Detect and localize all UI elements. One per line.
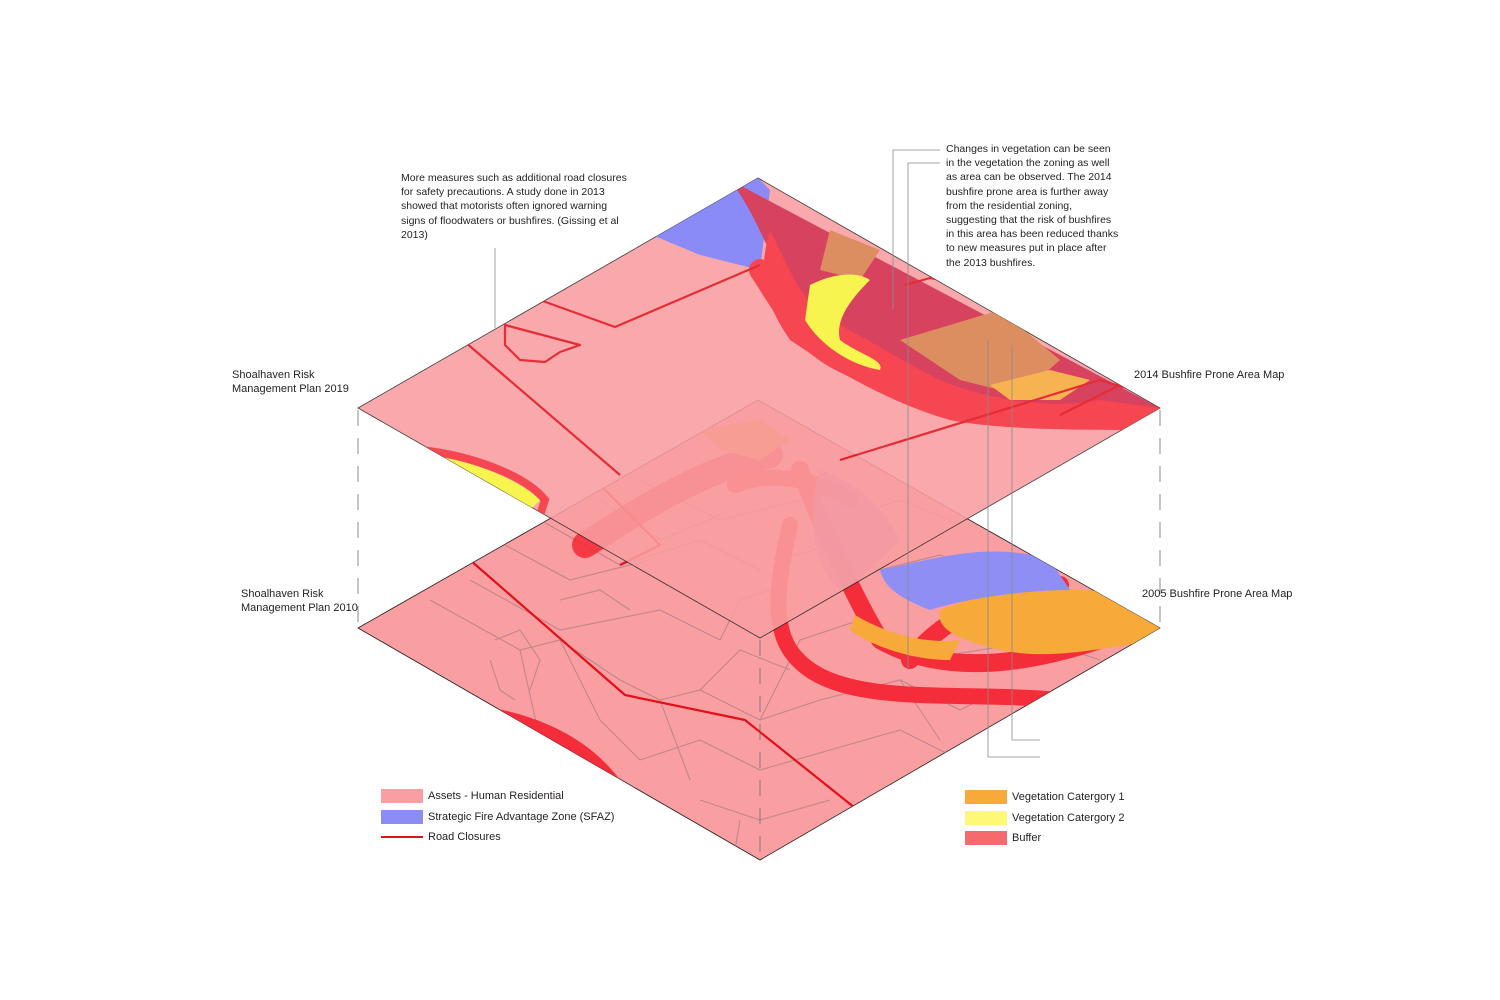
legend-label: Vegetation Catergory 2 — [1012, 812, 1125, 824]
legend-swatch-sfaz — [381, 810, 423, 824]
legend-item-vegetation-1: Vegetation Catergory 1 — [965, 790, 1125, 804]
vegetation-category-2-2014 — [805, 274, 881, 370]
leader-lines — [494, 149, 1040, 758]
legend-label: Road Closures — [428, 831, 501, 843]
label-map-2014: 2014 Bushfire Prone Area Map — [1134, 369, 1285, 381]
legend-label: Buffer — [1012, 832, 1042, 844]
legend-item-residential: Assets - Human Residential — [381, 789, 564, 803]
vegetation-change-annotation: Changes in vegetation can be seen in the… — [946, 143, 1119, 269]
legend-item-road-closures: Road Closures — [381, 830, 501, 844]
sfaz-zone-2019 — [640, 178, 770, 270]
legend-swatch-buffer — [965, 831, 1007, 845]
legend-swatch-residential — [381, 789, 423, 803]
legend-item-vegetation-2: Vegetation Catergory 2 — [965, 811, 1125, 825]
legend-swatch-vegetation-2 — [965, 811, 1007, 825]
label-plan-2019: Shoalhaven Risk Management Plan 2019 — [232, 369, 349, 395]
legend-label: Strategic Fire Advantage Zone (SFAZ) — [428, 811, 615, 823]
road-closures-annotation: More measures such as additional road cl… — [401, 172, 627, 241]
legend-item-buffer: Buffer — [965, 831, 1041, 845]
sfaz-zone-2005 — [880, 551, 1070, 610]
legend-swatch-vegetation-1 — [965, 790, 1007, 804]
legend-label: Vegetation Catergory 1 — [1012, 791, 1125, 803]
legend-item-sfaz: Strategic Fire Advantage Zone (SFAZ) — [381, 810, 614, 824]
label-plan-2010: Shoalhaven Risk Management Plan 2010 — [241, 588, 358, 614]
vegetation-category-1-2014 — [900, 310, 1060, 395]
legend-swatch-road-closures — [381, 836, 423, 838]
layer-connectors — [357, 410, 1161, 860]
label-map-2005: 2005 Bushfire Prone Area Map — [1142, 588, 1293, 600]
legend-label: Assets - Human Residential — [428, 790, 564, 802]
